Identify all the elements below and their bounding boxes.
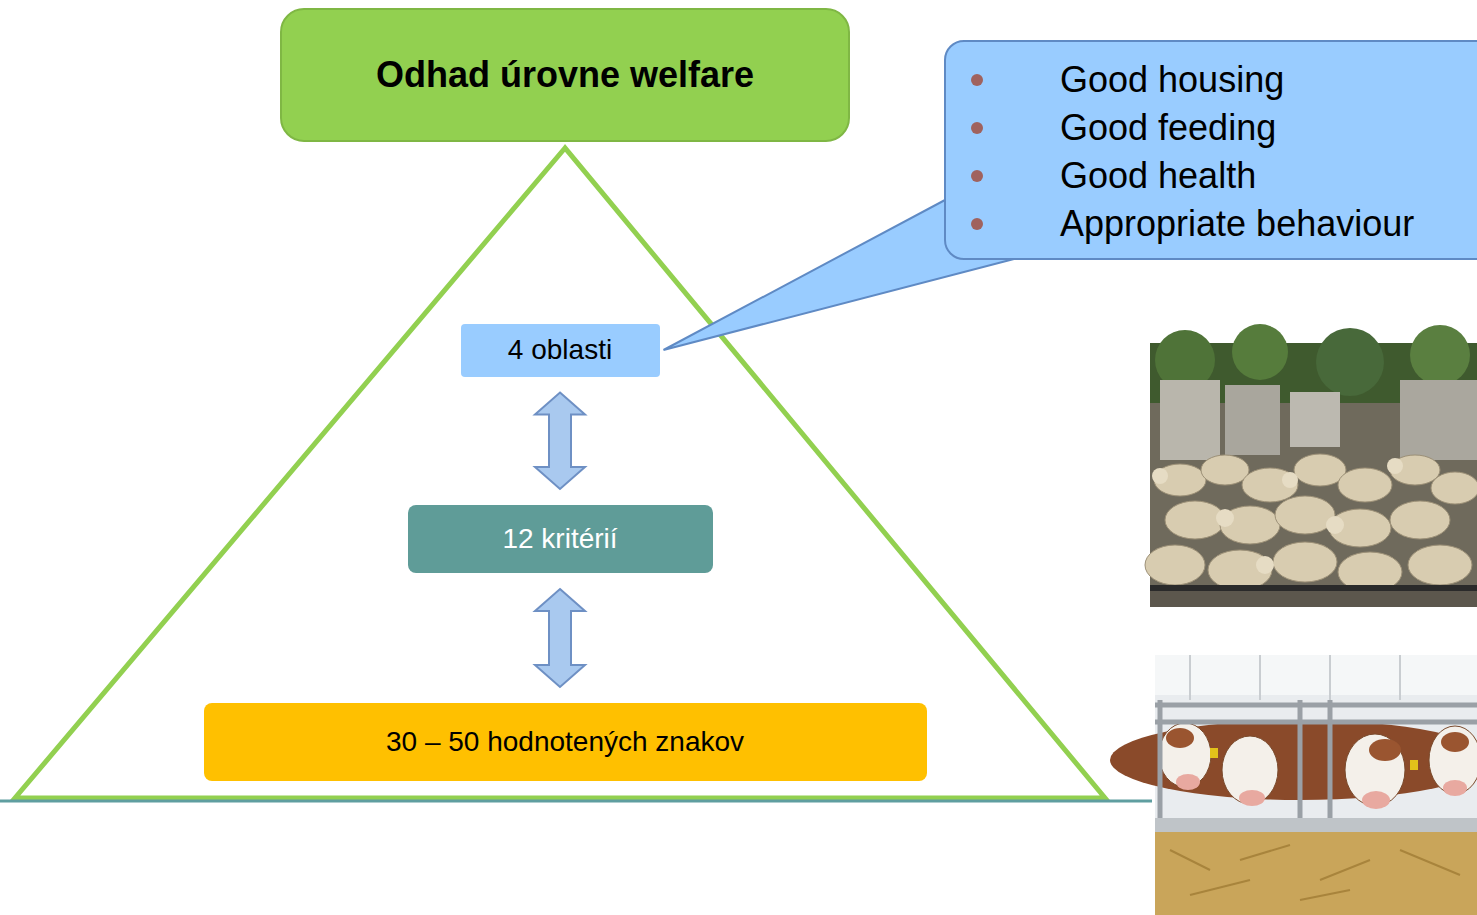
photo-detail (1176, 774, 1200, 790)
photo-detail (1256, 556, 1274, 574)
photo-detail (1320, 860, 1370, 880)
bullet-item: Good housing (946, 56, 1284, 104)
bullet-item: Good feeding (946, 104, 1276, 152)
photo-detail (1155, 818, 1477, 832)
photo-detail (1160, 380, 1220, 460)
photo-detail (1259, 655, 1261, 700)
photo-detail (1441, 732, 1469, 752)
photo-detail (1190, 655, 1400, 700)
photo-detail (1166, 728, 1194, 748)
photo-detail (1110, 720, 1477, 800)
photo-detail (1300, 890, 1350, 900)
photo-detail (1273, 542, 1337, 582)
photo-detail (1390, 501, 1450, 539)
photo-detail (1216, 509, 1234, 527)
photo-detail (1338, 468, 1392, 502)
box-label: 4 oblasti (508, 334, 612, 366)
photo-detail (1225, 385, 1280, 455)
photo-detail (1152, 458, 1403, 574)
photo-detail (1400, 380, 1477, 460)
photo-detail (1155, 720, 1477, 725)
hierarchy-triangle (15, 148, 1105, 798)
photo-detail (1399, 655, 1401, 700)
indicator-box: 30 – 50 hodnotených znakov (204, 703, 927, 781)
photo-detail (1298, 700, 1303, 820)
photo-detail (1145, 545, 1205, 585)
photo-detail (1150, 591, 1477, 607)
box-label: Odhad úrovne welfare (376, 54, 754, 96)
photo-detail (1170, 850, 1210, 870)
photo-detail (1290, 392, 1340, 447)
photo-detail (1239, 790, 1265, 806)
photo-detail (1150, 585, 1477, 591)
double-arrow (535, 589, 585, 687)
photo-detail (1242, 468, 1298, 502)
photo-detail (1232, 324, 1288, 380)
area-box: 4 oblasti (461, 324, 660, 377)
photo-detail (1155, 655, 1477, 695)
photo-detail (1158, 700, 1163, 820)
photo-detail (1387, 458, 1403, 474)
photo-detail (1240, 845, 1290, 860)
photo-detail (1326, 516, 1344, 534)
photo-detail (1152, 468, 1168, 484)
cows-photo (1110, 655, 1477, 915)
photo-detail (1410, 760, 1418, 770)
photo-detail (1329, 655, 1331, 700)
photo-detail (1210, 748, 1218, 758)
footer-rule (0, 800, 1152, 803)
box-label: 12 kritérií (502, 523, 617, 555)
photo-detail (1282, 472, 1298, 488)
photo-detail (1165, 501, 1225, 539)
photo-detail (1176, 774, 1467, 809)
criteria-box: 12 kritérií (408, 505, 713, 573)
photo-detail (1145, 454, 1477, 592)
photo-detail (1155, 703, 1477, 708)
box-label: 30 – 50 hodnotených znakov (386, 726, 744, 758)
photo-detail (1155, 700, 1477, 820)
photo-detail (1369, 739, 1401, 761)
photo-detail (1170, 845, 1460, 900)
photo-detail (1275, 496, 1335, 534)
sheep-photo (1145, 324, 1477, 607)
photo-detail (1155, 832, 1477, 915)
photo-detail (1166, 728, 1469, 761)
callout-bubble: Good housingGood feedingGood healthAppro… (944, 40, 1477, 260)
photo-detail (1210, 748, 1418, 770)
photo-detail (1190, 880, 1250, 895)
photo-detail (1408, 545, 1472, 585)
bullet-item: Good health (946, 152, 1256, 200)
photo-detail (1328, 700, 1333, 820)
photo-detail (1201, 455, 1249, 485)
photo-detail (1443, 780, 1467, 796)
photo-detail (1431, 472, 1477, 504)
photo-detail (1410, 325, 1470, 385)
double-arrow (535, 393, 585, 490)
photo-detail (1189, 655, 1191, 700)
photo-detail (1316, 328, 1384, 396)
bullet-item: Appropriate behaviour (946, 200, 1414, 248)
photo-detail (1400, 850, 1460, 875)
title-box: Odhad úrovne welfare (280, 8, 850, 142)
photo-detail (1159, 723, 1477, 806)
photo-detail (1362, 791, 1390, 809)
